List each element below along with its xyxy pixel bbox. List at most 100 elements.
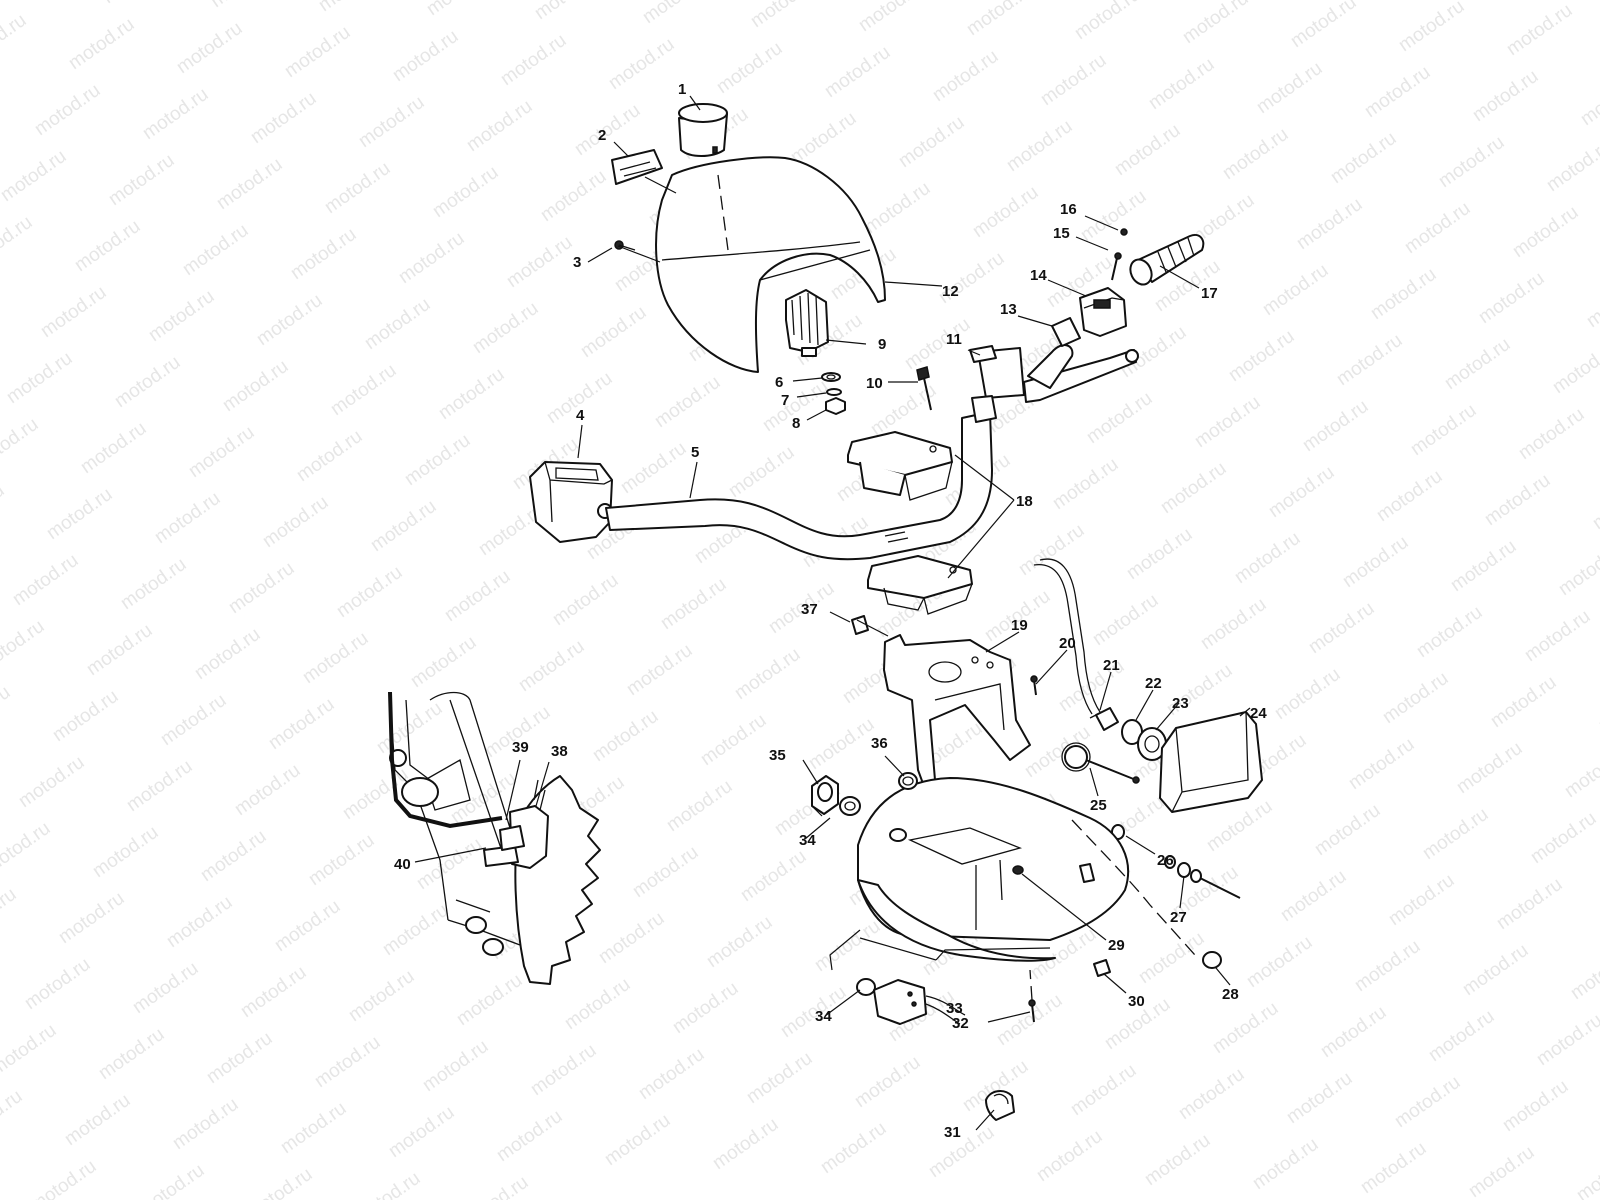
watermark-text: motod.ru <box>441 566 514 626</box>
watermark-text: motod.ru <box>1271 664 1344 724</box>
watermark-text: motod.ru <box>1067 1060 1140 1120</box>
watermark-text: motod.ru <box>1567 944 1600 1004</box>
watermark-text: motod.ru <box>1317 1002 1390 1062</box>
watermark-text: motod.ru <box>731 644 804 704</box>
watermark-text: motod.ru <box>0 0 64 4</box>
watermark-text: motod.ru <box>0 212 36 272</box>
cap-28-part <box>1202 951 1222 969</box>
watermark-text: motod.ru <box>821 42 894 102</box>
watermark-text: motod.ru <box>589 706 662 766</box>
watermark-text: motod.ru <box>55 888 128 948</box>
watermark-text: motod.ru <box>1555 540 1600 600</box>
watermark-text: motod.ru <box>1561 742 1600 802</box>
watermark-text: motod.ru <box>139 84 212 144</box>
callout-8: 8 <box>792 415 800 432</box>
watermark-text: motod.ru <box>1209 998 1282 1058</box>
watermark-text: motod.ru <box>1487 672 1560 732</box>
callout-labels: 1 2 3 4 5 6 7 8 9 10 11 12 13 14 15 16 1… <box>394 81 1267 1141</box>
watermark-text: motod.ru <box>1373 466 1446 526</box>
watermark-text: motod.ru <box>1533 1010 1600 1070</box>
watermark-text: motod.ru <box>111 352 184 412</box>
watermark-text: motod.ru <box>1435 132 1508 192</box>
watermark-text: motod.ru <box>577 302 650 362</box>
callout-38: 38 <box>551 743 568 760</box>
watermark-text: motod.ru <box>1413 602 1486 662</box>
watermark-text: motod.ru <box>0 146 70 206</box>
watermark-text: motod.ru <box>527 1040 600 1100</box>
watermark-text: motod.ru <box>1243 932 1316 992</box>
watermark-text: motod.ru <box>993 990 1066 1050</box>
watermark-text: motod.ru <box>561 974 634 1034</box>
brake-caliper-assembly-part <box>388 691 601 985</box>
watermark-text: motod.ru <box>549 570 622 630</box>
callout-15: 15 <box>1053 225 1070 242</box>
watermark-text: motod.ru <box>1503 0 1576 60</box>
callout-11: 11 <box>946 331 962 348</box>
watermark-text: motod.ru <box>0 884 20 944</box>
watermark-text: motod.ru <box>1111 120 1184 180</box>
watermark-text: motod.ru <box>1447 536 1520 596</box>
watermark-text: motod.ru <box>497 30 570 90</box>
watermark-text: motod.ru <box>901 314 974 374</box>
watermark-text: motod.ru <box>1385 870 1458 930</box>
watermark-text: motod.ru <box>191 624 264 684</box>
headlight-part <box>1159 711 1263 813</box>
watermark-text: motod.ru <box>333 562 406 622</box>
watermark-text: motod.ru <box>1305 598 1378 658</box>
watermark-text: motod.ru <box>401 430 474 490</box>
watermark-text: motod.ru <box>423 0 496 20</box>
speedometer-cable-part <box>1033 558 1101 715</box>
watermark-text: motod.ru <box>0 1020 60 1080</box>
watermark-text: motod.ru <box>1367 264 1440 324</box>
watermark-text: motod.ru <box>663 776 736 836</box>
callout-12: 12 <box>942 283 959 300</box>
parts-layer <box>388 103 1263 1121</box>
watermark-text: motod.ru <box>173 18 246 78</box>
watermark-text: motod.ru <box>1459 940 1532 1000</box>
watermark-text: motod.ru <box>37 282 110 342</box>
watermark-text: motod.ru <box>395 228 468 288</box>
clip-37-part <box>851 615 869 635</box>
watermark-text: motod.ru <box>105 150 178 210</box>
watermark-text: motod.ru <box>0 1086 26 1146</box>
watermark-text: motod.ru <box>287 224 360 284</box>
bulb-socket-part <box>1089 707 1119 731</box>
watermark-text: motod.ru <box>635 1044 708 1104</box>
watermark-text: motod.ru <box>1049 454 1122 514</box>
watermark-text: motod.ru <box>737 846 810 906</box>
watermark-text: motod.ru <box>89 822 162 882</box>
watermark-text: motod.ru <box>1037 50 1110 110</box>
watermark-text: motod.ru <box>697 710 770 770</box>
callout-30: 30 <box>1128 993 1145 1010</box>
watermark-text: motod.ru <box>1465 1142 1538 1200</box>
watermark-text: motod.ru <box>1077 186 1150 246</box>
callout-40: 40 <box>394 856 411 873</box>
watermark-text: motod.ru <box>3 348 76 408</box>
watermark-text: motod.ru <box>1259 260 1332 320</box>
watermark-text: motod.ru <box>1395 0 1468 56</box>
watermark-text: motod.ru <box>367 496 440 556</box>
watermark-text: motod.ru <box>281 22 354 82</box>
watermark-text: motod.ru <box>1339 532 1412 592</box>
watermark-text: motod.ru <box>305 830 378 890</box>
watermark-text: motod.ru <box>537 166 610 226</box>
watermark-text: motod.ru <box>77 418 150 478</box>
watermark-text: motod.ru <box>503 232 576 292</box>
watermark-text: motod.ru <box>1493 874 1566 934</box>
watermark-text: motod.ru <box>1287 0 1360 52</box>
watermark-text: motod.ru <box>435 364 508 424</box>
watermark-text: motod.ru <box>31 80 104 140</box>
callout-37: 37 <box>801 601 818 618</box>
watermark-text: motod.ru <box>1391 1072 1464 1132</box>
watermark-text: motod.ru <box>169 1094 242 1154</box>
watermark-text: motod.ru <box>1521 606 1594 666</box>
callout-35: 35 <box>769 747 786 764</box>
watermark-text: motod.ru <box>237 962 310 1022</box>
watermark-text: motod.ru <box>1265 462 1338 522</box>
watermark-text: motod.ru <box>963 0 1036 40</box>
watermark-text: motod.ru <box>925 1122 998 1182</box>
watermark-text: motod.ru <box>185 422 258 482</box>
watermark-text: motod.ru <box>379 900 452 960</box>
left-switch-housing-part <box>529 461 613 543</box>
watermark-text: motod.ru <box>1141 1130 1214 1190</box>
